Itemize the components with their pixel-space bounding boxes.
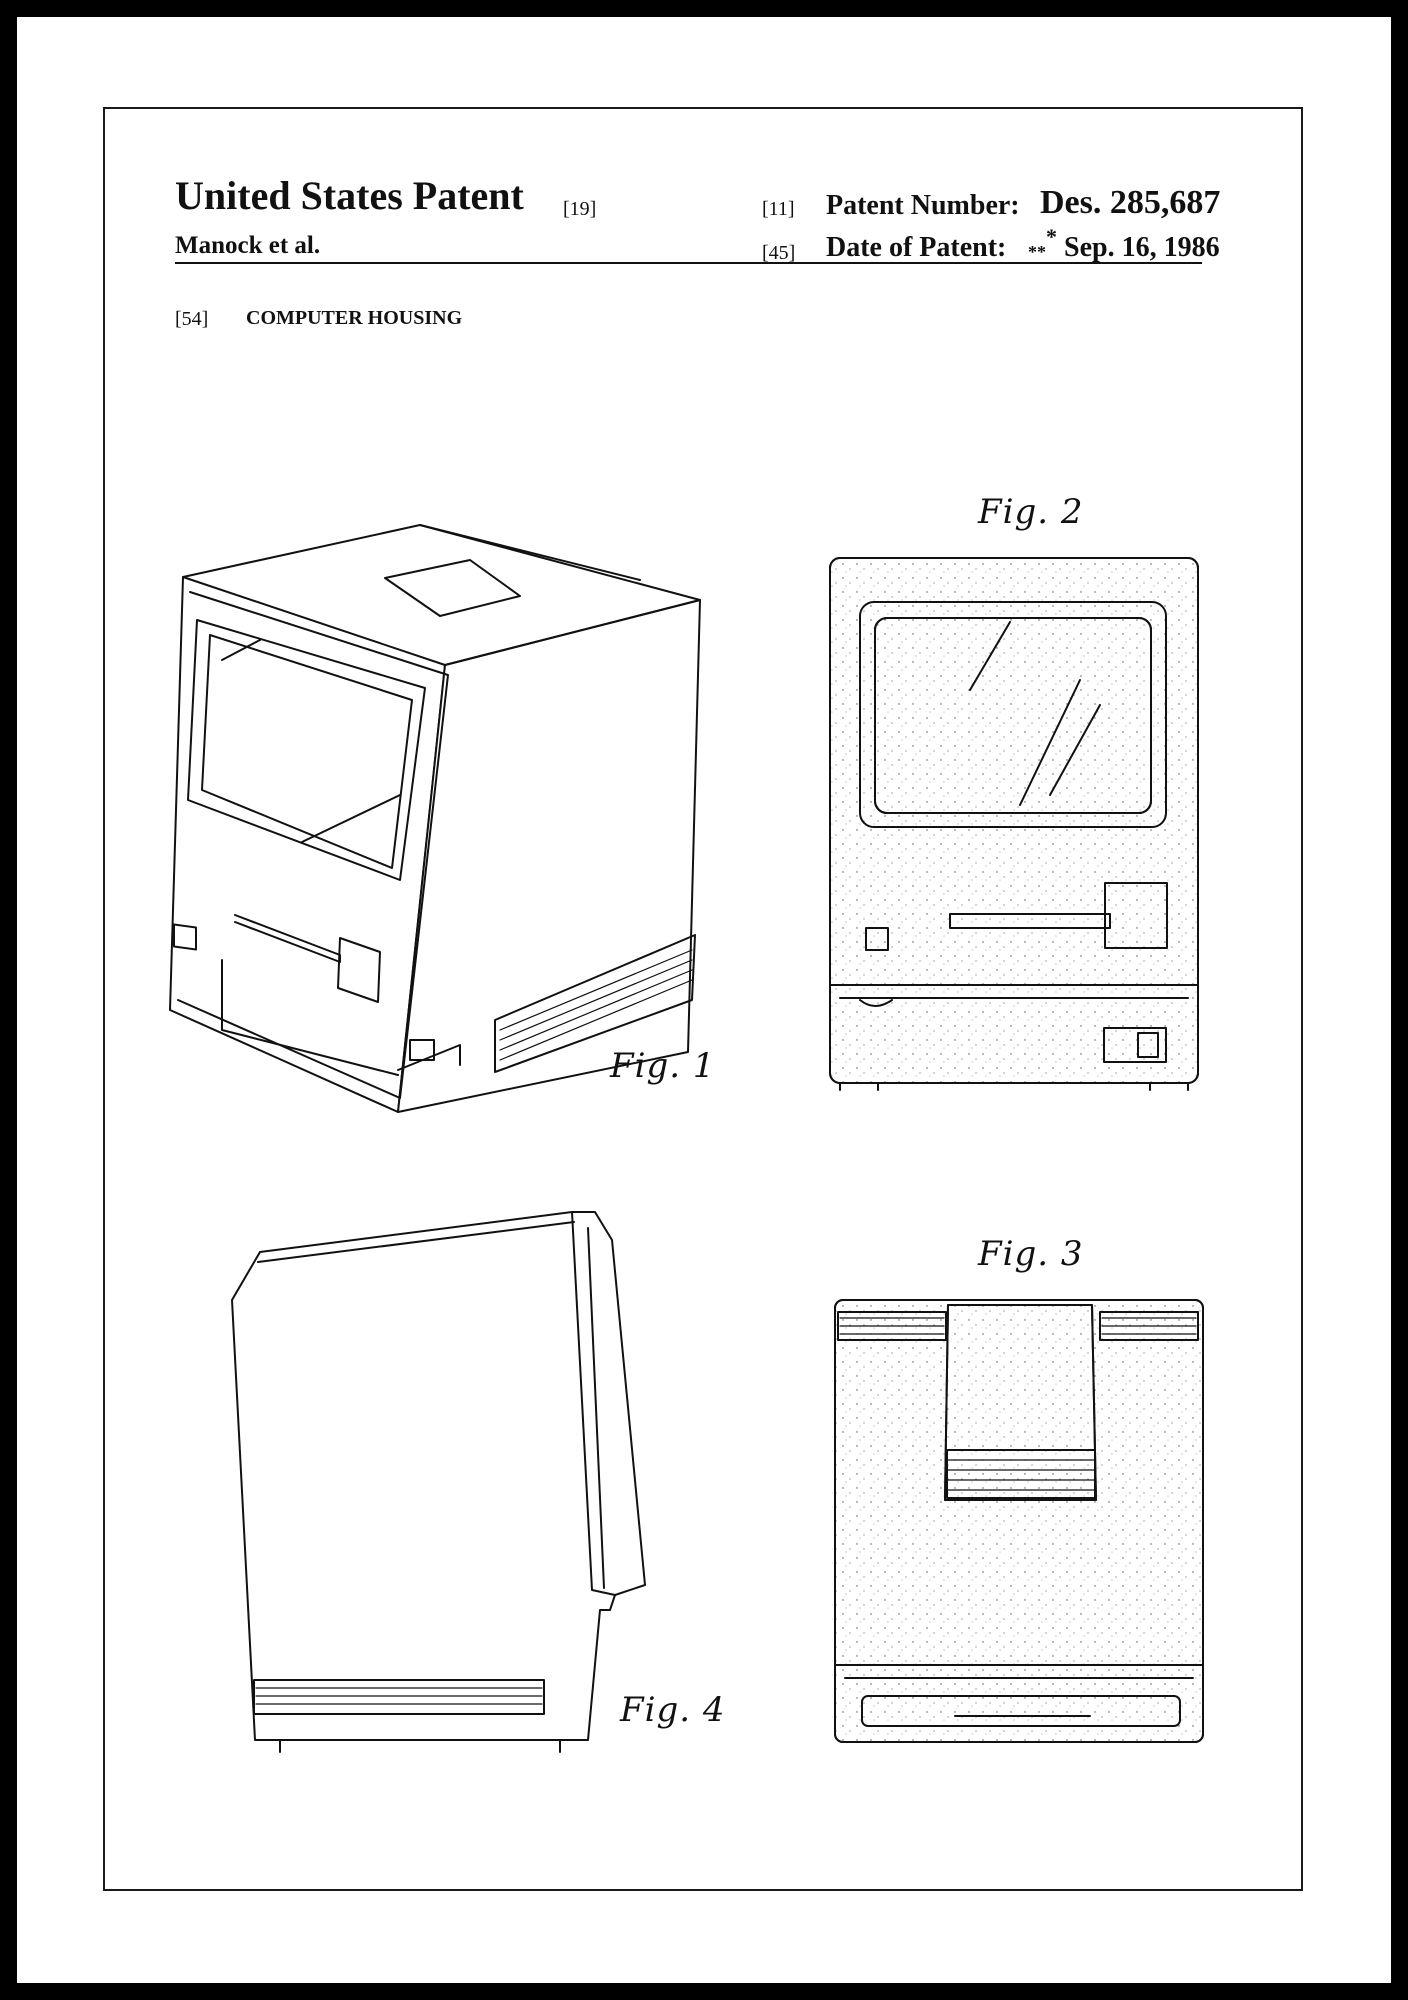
inner-border <box>103 107 1303 1891</box>
patent-number-label: Patent Number: <box>826 190 1020 221</box>
date-asterisk: * <box>1046 224 1057 249</box>
figure-2-label: Fig. 2 <box>978 492 1084 532</box>
date-mark: ** <box>1028 242 1046 262</box>
date-code: [45] <box>762 242 796 264</box>
patent-title-code: [19] <box>563 198 597 220</box>
title-field-code: [54] <box>175 308 209 330</box>
inventor-name: Manock et al. <box>175 232 321 259</box>
invention-title: COMPUTER HOUSING <box>246 307 463 329</box>
figure-4-label: Fig. 4 <box>620 1690 726 1730</box>
header-rule <box>175 262 1202 264</box>
figure-1-label: Fig. 1 <box>610 1046 716 1086</box>
patent-date: Sep. 16, 1986 <box>1064 232 1220 263</box>
figure-1-perspective-drawing <box>169 524 701 1113</box>
patent-number-code: [11] <box>762 198 795 220</box>
figure-3-top-drawing <box>834 1299 1204 1743</box>
date-label: Date of Patent: <box>826 232 1007 263</box>
patent-title: United States Patent <box>175 173 524 218</box>
figure-2-front-drawing <box>829 557 1199 1091</box>
patent-number: Des. 285,687 <box>1040 184 1221 221</box>
figure-4-side-drawing <box>231 1211 646 1753</box>
figure-3-label: Fig. 3 <box>978 1234 1084 1274</box>
